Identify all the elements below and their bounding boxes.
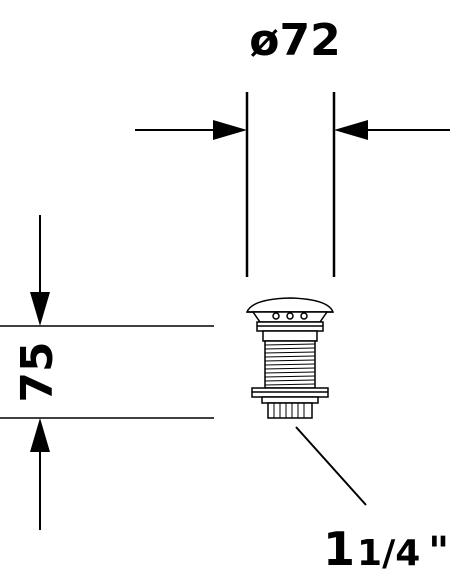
height-dimension-label: 75 — [12, 341, 63, 402]
drain-cap — [245, 297, 335, 313]
thread-size-label: 11/4" — [323, 522, 449, 573]
height-arrow-bottom — [30, 418, 50, 452]
height-arrow-top — [30, 292, 50, 326]
thread-size-whole: 1 — [323, 522, 355, 573]
thread-size-fraction: 1/4 — [357, 533, 420, 573]
diameter-arrow-right — [334, 120, 368, 140]
thread-size-unit: " — [428, 529, 449, 573]
drain-lower-thread — [267, 402, 313, 419]
diameter-arrow-left — [213, 120, 247, 140]
diameter-dimension-label: ø72 — [249, 15, 340, 66]
drain-valve-part — [245, 297, 335, 419]
thread-leader-line — [295, 426, 367, 506]
thread-lines — [264, 343, 316, 386]
